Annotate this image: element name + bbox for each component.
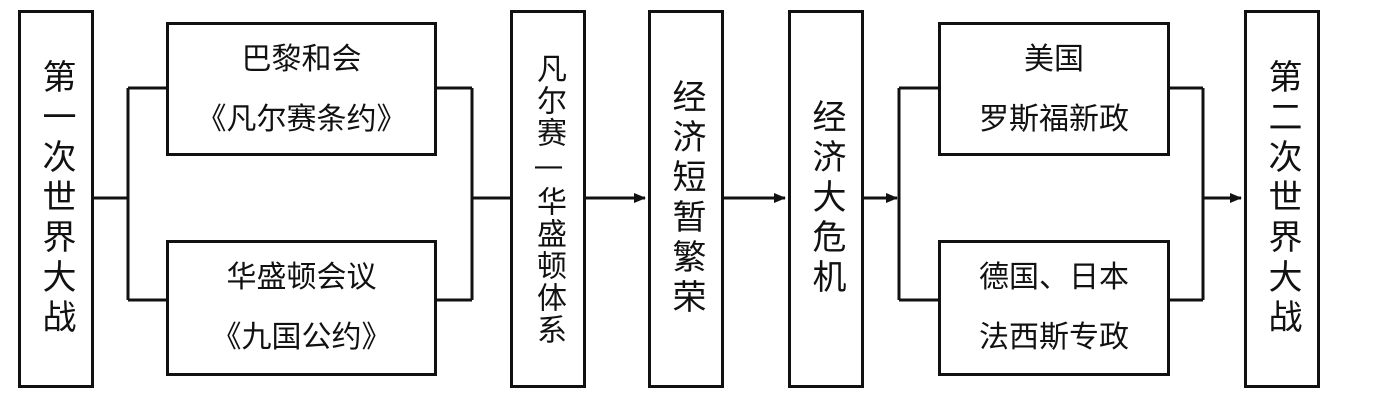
node-boom-label: 经济短暂繁荣 <box>666 79 706 319</box>
node-ww2-label: 第二次世界大战 <box>1262 59 1302 339</box>
node-usa-sub: 罗斯福新政 <box>979 102 1129 137</box>
node-germany-japan: 德国、日本 法西斯专政 <box>938 240 1170 376</box>
node-economic-boom: 经济短暂繁荣 <box>648 10 724 388</box>
node-washington-sub: 《九国公约》 <box>211 320 392 355</box>
node-paris-sub: 《凡尔赛条约》 <box>196 102 407 137</box>
node-germany-japan-title: 德国、日本 <box>979 260 1129 295</box>
node-germany-japan-sub: 法西斯专政 <box>979 320 1129 355</box>
node-system-label: 凡尔赛—华盛顿体系 <box>531 52 566 346</box>
node-washington-title: 华盛顿会议 <box>226 260 377 295</box>
node-economic-crisis: 经济大危机 <box>788 10 864 388</box>
node-ww2: 第二次世界大战 <box>1244 10 1320 388</box>
node-versailles-washington-system: 凡尔赛—华盛顿体系 <box>510 10 586 388</box>
node-washington-conference: 华盛顿会议 《九国公约》 <box>166 240 437 376</box>
node-crisis-label: 经济大危机 <box>806 99 846 299</box>
node-paris-title: 巴黎和会 <box>241 42 362 77</box>
node-usa-title: 美国 <box>1024 42 1084 77</box>
node-paris-conference: 巴黎和会 《凡尔赛条约》 <box>166 22 437 156</box>
node-ww1-label: 第一次世界大战 <box>36 59 76 339</box>
node-ww1: 第一次世界大战 <box>18 10 94 388</box>
node-usa-new-deal: 美国 罗斯福新政 <box>938 22 1170 156</box>
